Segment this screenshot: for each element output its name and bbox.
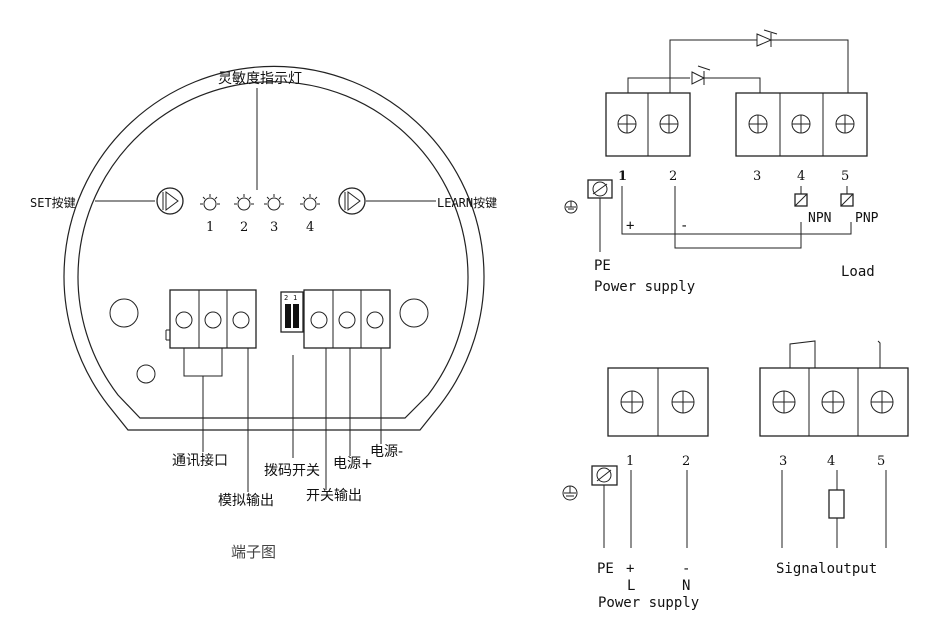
- pe-terminal-icon: [587, 179, 613, 199]
- n-label: N: [682, 578, 690, 594]
- pnp-output-icon: [840, 193, 854, 207]
- led-icon: [300, 194, 320, 211]
- terminal-block-1-2: [605, 92, 691, 157]
- led-number: 1: [206, 220, 214, 235]
- pnp-label: PNP: [855, 211, 879, 226]
- diode-symbol-icon: [691, 65, 716, 85]
- power-plus-label: 电源+: [333, 456, 373, 472]
- power-supply-label: Power supply: [598, 595, 699, 611]
- terminal-number: 3: [753, 169, 761, 184]
- led-number: 3: [270, 220, 278, 235]
- terminal-number: 3: [779, 454, 787, 469]
- pe-terminal-icon: [591, 465, 618, 486]
- led-number: 4: [306, 220, 314, 235]
- dip-switch-label: 拨码开关: [264, 463, 320, 479]
- top-loop-wire: [669, 39, 849, 93]
- learn-button-icon: [338, 187, 366, 215]
- led-number: 2: [240, 220, 248, 235]
- diode-symbol-icon: [756, 29, 782, 47]
- terminal-diagram-caption: 端子图: [231, 543, 276, 561]
- plus-wire: [621, 186, 852, 235]
- led-icon: [264, 194, 284, 211]
- npn-label: NPN: [808, 211, 831, 226]
- comm-leader-line: [183, 348, 223, 452]
- led-icon: [234, 194, 254, 211]
- right-terminal-block: [303, 289, 391, 349]
- terminal-number: 1: [618, 169, 627, 184]
- housing-outer-outline: [63, 65, 485, 431]
- terminal-block-1-2: [607, 367, 709, 437]
- ground-symbol-icon: [562, 485, 578, 501]
- wiring-diagram-top: 1 2 3 4 5 + - NPN PNP Load: [564, 29, 879, 295]
- terminal-number: 2: [682, 454, 690, 469]
- pe-label: PE: [597, 561, 614, 577]
- switch-output-label: 开关输出: [306, 488, 362, 504]
- npn-output-icon: [794, 193, 808, 207]
- output-tab: [877, 340, 881, 368]
- power-supply-label: Power supply: [594, 279, 695, 295]
- resistor-icon: [828, 489, 845, 519]
- terminal-number: 5: [841, 169, 849, 184]
- minus-wire: [674, 186, 802, 249]
- l-label: L: [627, 578, 635, 594]
- minus-label: -: [682, 561, 690, 577]
- plus-sign: +: [626, 218, 634, 234]
- signal-output-label: Signaloutput: [776, 561, 877, 577]
- power-minus-label: 电源-: [370, 444, 403, 460]
- pe-label: PE: [594, 258, 611, 274]
- terminal-block-3-5: [735, 92, 868, 157]
- ground-symbol-icon: [564, 200, 578, 214]
- mounting-hole: [399, 298, 429, 328]
- terminal-panel: 灵敏度指示灯 SET按键 1 2 3 4: [30, 65, 497, 561]
- sensitivity-label: 灵敏度指示灯: [218, 71, 302, 87]
- learn-label: LEARN按键: [437, 196, 497, 210]
- output-tab: [789, 340, 816, 368]
- mounting-hole: [109, 298, 139, 328]
- comm-interface-label: 通讯接口: [172, 452, 228, 469]
- terminal-number: 4: [797, 169, 805, 184]
- led-indicators: 1 2 3 4: [200, 194, 320, 235]
- inner-loop-wire: [627, 77, 761, 93]
- set-button-icon: [156, 187, 184, 215]
- terminal-number: 5: [877, 454, 885, 469]
- load-label: Load: [841, 264, 875, 280]
- terminal-number: 4: [827, 454, 835, 469]
- svg-text:1: 1: [293, 294, 297, 302]
- minus-sign: -: [680, 218, 688, 234]
- analog-output-label: 模拟输出: [218, 493, 274, 509]
- terminal-number: 1: [626, 454, 634, 469]
- dip-switch: 2 1: [280, 291, 304, 333]
- terminal-block-3-5: [759, 367, 909, 437]
- terminal-number: 2: [669, 169, 677, 184]
- led-icon: [200, 194, 220, 211]
- mounting-hole: [136, 364, 156, 384]
- wiring-diagram-bottom: 1 2 3 4 5 PE + - L N Power supply: [562, 340, 909, 611]
- left-terminal-block: [165, 289, 257, 349]
- housing-inner-outline: [77, 81, 469, 419]
- svg-text:2: 2: [284, 294, 288, 302]
- set-label: SET按键: [30, 196, 76, 210]
- plus-label: +: [626, 561, 634, 577]
